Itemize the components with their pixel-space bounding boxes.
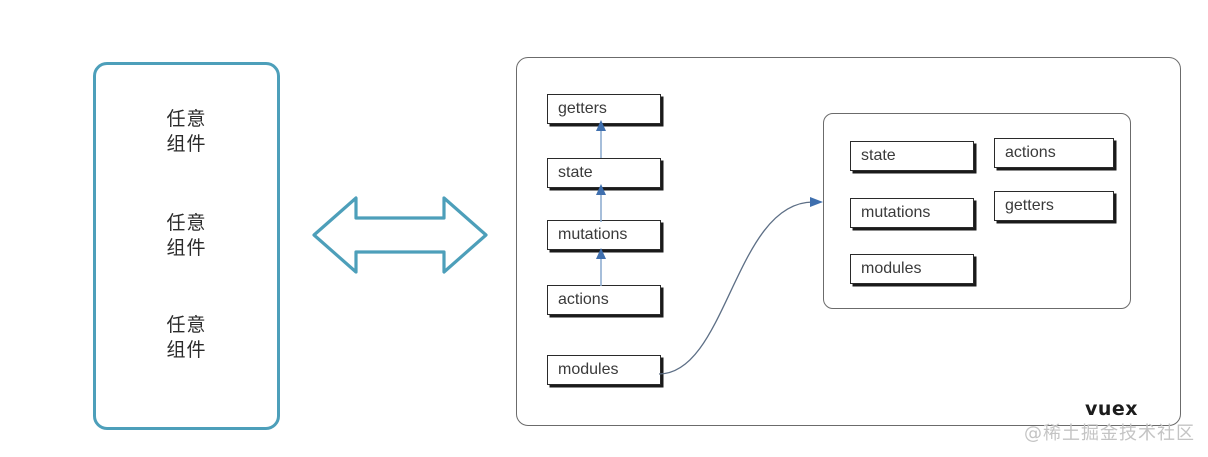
module-node-mutations[interactable]: mutations <box>850 198 974 228</box>
vuex-store-container: getters state mutations actions modules <box>516 57 1181 426</box>
watermark-text: @稀土掘金技术社区 <box>1024 423 1195 444</box>
pipeline-node-label: state <box>558 164 593 181</box>
module-node-actions[interactable]: actions <box>994 138 1114 168</box>
pipeline-node-mutations[interactable]: mutations <box>547 220 661 250</box>
pipeline-node-label: modules <box>558 361 619 378</box>
module-node-state[interactable]: state <box>850 141 974 171</box>
bidirectional-arrow-icon <box>312 196 488 274</box>
arrow-up-icon <box>596 248 606 286</box>
component-label: 任意 组件 <box>96 313 277 363</box>
module-node-label: mutations <box>861 204 931 221</box>
component-label-line2: 组件 <box>166 133 207 155</box>
pipeline-node-actions[interactable]: actions <box>547 285 661 315</box>
component-label-line1: 任意 <box>166 314 207 336</box>
module-node-label: state <box>861 147 896 164</box>
modules-expand-curve-arrow <box>658 197 823 375</box>
arrow-up-icon <box>596 184 606 222</box>
module-node-label: getters <box>1005 197 1054 214</box>
pipeline-node-getters[interactable]: getters <box>547 94 661 124</box>
module-node-modules[interactable]: modules <box>850 254 974 284</box>
component-label-line2: 组件 <box>166 339 207 361</box>
module-node-getters[interactable]: getters <box>994 191 1114 221</box>
arbitrary-components-panel: 任意 组件 任意 组件 任意 组件 <box>93 62 280 430</box>
pipeline-node-state[interactable]: state <box>547 158 661 188</box>
module-node-label: actions <box>1005 144 1056 161</box>
module-detail-box: state mutations modules actions getters <box>823 113 1131 309</box>
vuex-title-label: vuex <box>1085 398 1139 420</box>
module-node-label: modules <box>861 260 922 277</box>
component-label: 任意 组件 <box>96 107 277 157</box>
pipeline-node-label: getters <box>558 100 607 117</box>
component-label: 任意 组件 <box>96 211 277 261</box>
pipeline-node-modules[interactable]: modules <box>547 355 661 385</box>
component-label-line1: 任意 <box>166 212 207 234</box>
arrow-up-icon <box>596 120 606 158</box>
pipeline-node-label: actions <box>558 291 609 308</box>
component-label-line1: 任意 <box>166 108 207 130</box>
component-label-line2: 组件 <box>166 237 207 259</box>
pipeline-node-label: mutations <box>558 226 628 243</box>
